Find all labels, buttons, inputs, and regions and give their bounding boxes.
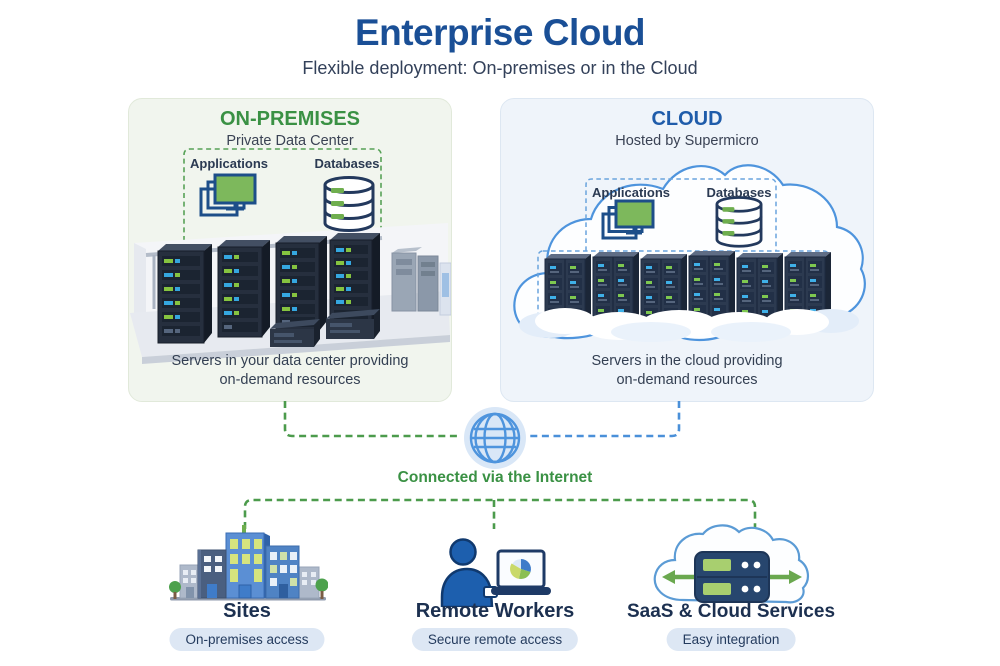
cloud-caption: Servers in the cloud providing on-demand… [591, 352, 783, 389]
internet-label: Connected via the Internet [397, 469, 593, 486]
cooling-cabinets [391, 247, 451, 316]
cloud-panel: CLOUD Hosted by Supermicro Applications … [500, 98, 874, 402]
person-laptop-icon [440, 538, 551, 607]
cloud-to-internet-connector [530, 401, 681, 438]
saas-badge: Easy integration [666, 628, 796, 651]
saas-cloud-services-label: SaaS & Cloud Services [626, 601, 836, 622]
on-premises-title: ON-PREMISES [219, 108, 361, 130]
applications-icon [601, 199, 655, 240]
server-rack-row [157, 233, 380, 344]
databases-label: Databases [706, 185, 772, 200]
applications-label: Applications [189, 156, 269, 171]
cloud-puffs [519, 308, 859, 342]
cloud-illustration [513, 164, 866, 342]
sites-label: Sites [223, 600, 271, 622]
dashed-servers-box [537, 250, 830, 320]
databases-icon [715, 196, 763, 248]
sync-arrows [662, 570, 802, 584]
dashed-resources-box [585, 178, 777, 251]
on-premises-subtitle: Private Data Center [226, 133, 354, 149]
onprem-to-internet-connector [283, 401, 460, 438]
databases-icon [323, 176, 375, 232]
cloud-server-icon [653, 524, 809, 604]
applications-icon [199, 173, 257, 217]
globe-icon [464, 407, 526, 469]
datacenter-illustration [130, 148, 451, 364]
cloud-subtitle: Hosted by Supermicro [615, 133, 759, 149]
remote-workers-label: Remote Workers [415, 600, 575, 622]
page-subtitle: Flexible deployment: On-premises or in t… [302, 58, 698, 78]
remote-workers-badge: Secure remote access [411, 628, 579, 651]
on-premises-panel: ON-PREMISES Private Data Center Applicat… [128, 98, 452, 402]
buildings-icon [169, 525, 328, 601]
sites-badge: On-premises access [169, 628, 325, 651]
applications-label: Applications [591, 185, 671, 200]
server-room-illustration [130, 223, 451, 364]
storage-boxes [270, 309, 380, 347]
page-title: Enterprise Cloud [354, 12, 646, 53]
cloud-title: CLOUD [651, 108, 723, 130]
dashed-resources-box [183, 148, 382, 241]
databases-label: Databases [314, 156, 380, 171]
on-premises-caption: Servers in your data center providing on… [171, 352, 409, 389]
